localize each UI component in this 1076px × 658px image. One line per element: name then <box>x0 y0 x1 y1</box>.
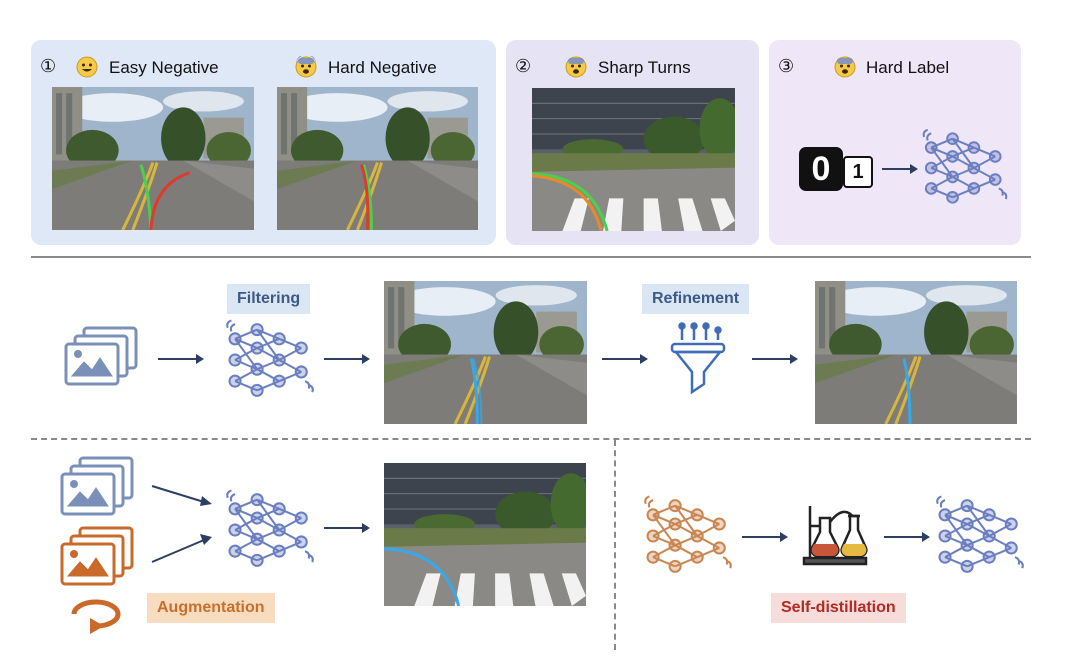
hard-label-label: Hard Label <box>866 58 950 77</box>
image-stack-icon-augmented <box>58 524 138 594</box>
self-distillation-tag: Self-distillation <box>771 593 906 623</box>
hard-negative-label: Hard Negative <box>328 58 437 77</box>
anxious-face-icon <box>295 56 317 78</box>
anxious-face-icon <box>565 56 587 78</box>
step-number-1: ① <box>40 56 57 76</box>
hard-label-panel <box>769 40 1021 245</box>
step-number-3: ③ <box>778 56 795 76</box>
step-number-2: ② <box>515 56 532 76</box>
arrow-right <box>752 354 798 364</box>
arrow-right <box>884 532 930 542</box>
arrow-right <box>158 354 204 364</box>
binary-label-1: 1 <box>843 156 873 188</box>
rotate-icon <box>71 599 121 634</box>
arrow-merge-top <box>151 485 212 506</box>
arrow-right <box>324 354 370 364</box>
sharp-turns-label: Sharp Turns <box>598 58 691 77</box>
anxious-face-icon <box>834 56 856 78</box>
filtering-tag: Filtering <box>227 284 311 314</box>
neural-network-icon-teacher <box>642 494 734 578</box>
arrow-right <box>882 164 918 174</box>
filtered-scene-image <box>384 281 587 424</box>
neural-network-icon-student <box>934 494 1026 578</box>
funnel-icon <box>670 322 726 395</box>
arrow-right <box>742 532 788 542</box>
neural-network-icon <box>224 318 316 402</box>
arrow-right <box>602 354 648 364</box>
image-stack-icon <box>58 454 138 524</box>
easy-negative-image <box>52 87 254 230</box>
sharp-turns-image <box>532 88 735 231</box>
hard-negative-image <box>277 87 478 230</box>
refined-scene-image <box>815 281 1017 424</box>
neural-network-icon <box>920 128 1010 208</box>
augmentation-tag: Augmentation <box>147 593 275 623</box>
augmented-scene-image <box>384 463 586 606</box>
arrow-right <box>324 523 370 533</box>
wrong-trajectory <box>149 171 190 230</box>
refinement-tag: Refinement <box>642 284 750 314</box>
distillation-lab-icon <box>802 506 868 566</box>
section-divider-dashed <box>31 438 1031 440</box>
image-stack-icon <box>62 324 142 394</box>
section-divider-vertical <box>614 440 616 650</box>
section-divider <box>31 256 1031 258</box>
binary-label-0: 0 <box>799 147 843 191</box>
smiling-face-icon <box>76 56 98 78</box>
easy-negative-label: Easy Negative <box>109 58 219 77</box>
arrow-merge-bottom <box>151 534 212 563</box>
neural-network-icon <box>224 488 316 572</box>
